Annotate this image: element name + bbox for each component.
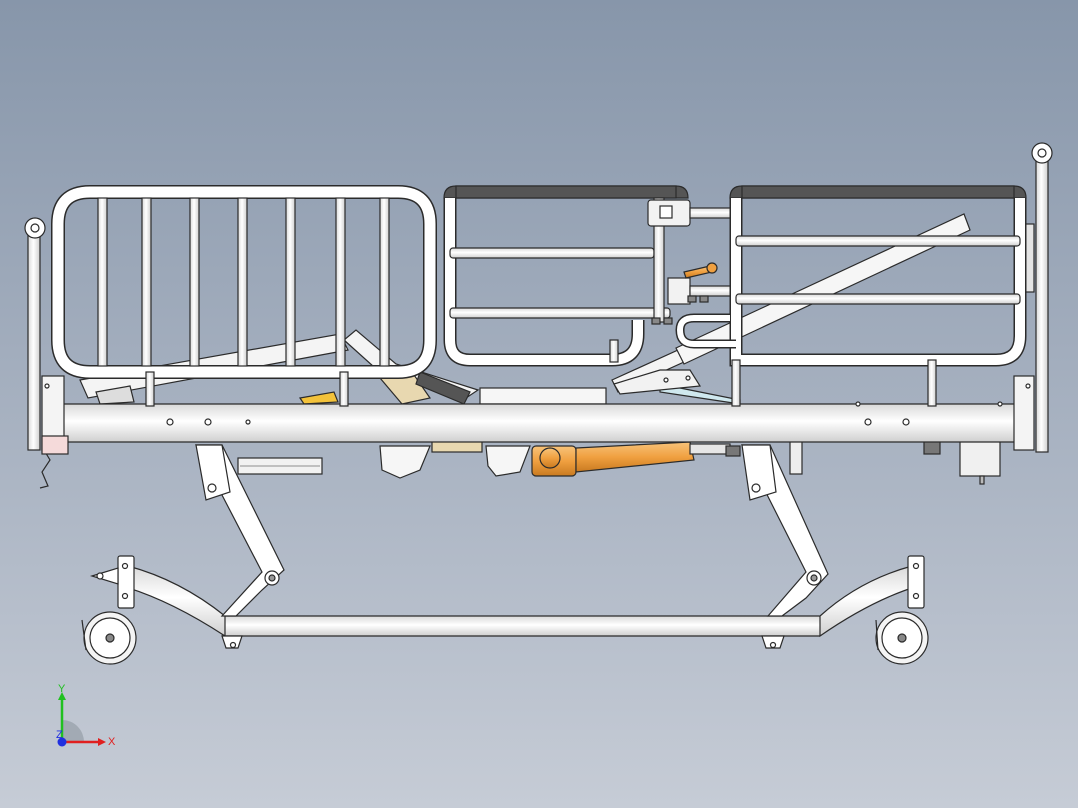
- under-deck-mechanism: [39, 439, 1001, 489]
- headboard-post: [24, 217, 69, 455]
- side-rail-foot[interactable]: [613, 185, 1027, 407]
- caster-wheel-right[interactable]: [875, 611, 929, 665]
- caster-bracket-right: [907, 555, 925, 609]
- y-axis-label: Y: [58, 684, 66, 695]
- triad-plane-shade: [62, 720, 84, 742]
- lift-link-left: [195, 444, 285, 617]
- caster-bracket-left: [89, 555, 135, 609]
- main-frame-bar: [45, 401, 1033, 443]
- caster-wheel-left[interactable]: [81, 611, 137, 665]
- z-axis-label: Z: [56, 729, 63, 741]
- coordinate-triad: Y X Z: [56, 684, 116, 748]
- side-rail-center[interactable]: [443, 185, 735, 367]
- side-rail-head[interactable]: [51, 185, 437, 407]
- lift-link-right: [741, 444, 829, 617]
- z-axis-dot: [57, 737, 67, 747]
- base-frame: [121, 565, 919, 649]
- x-axis-label: X: [108, 736, 116, 748]
